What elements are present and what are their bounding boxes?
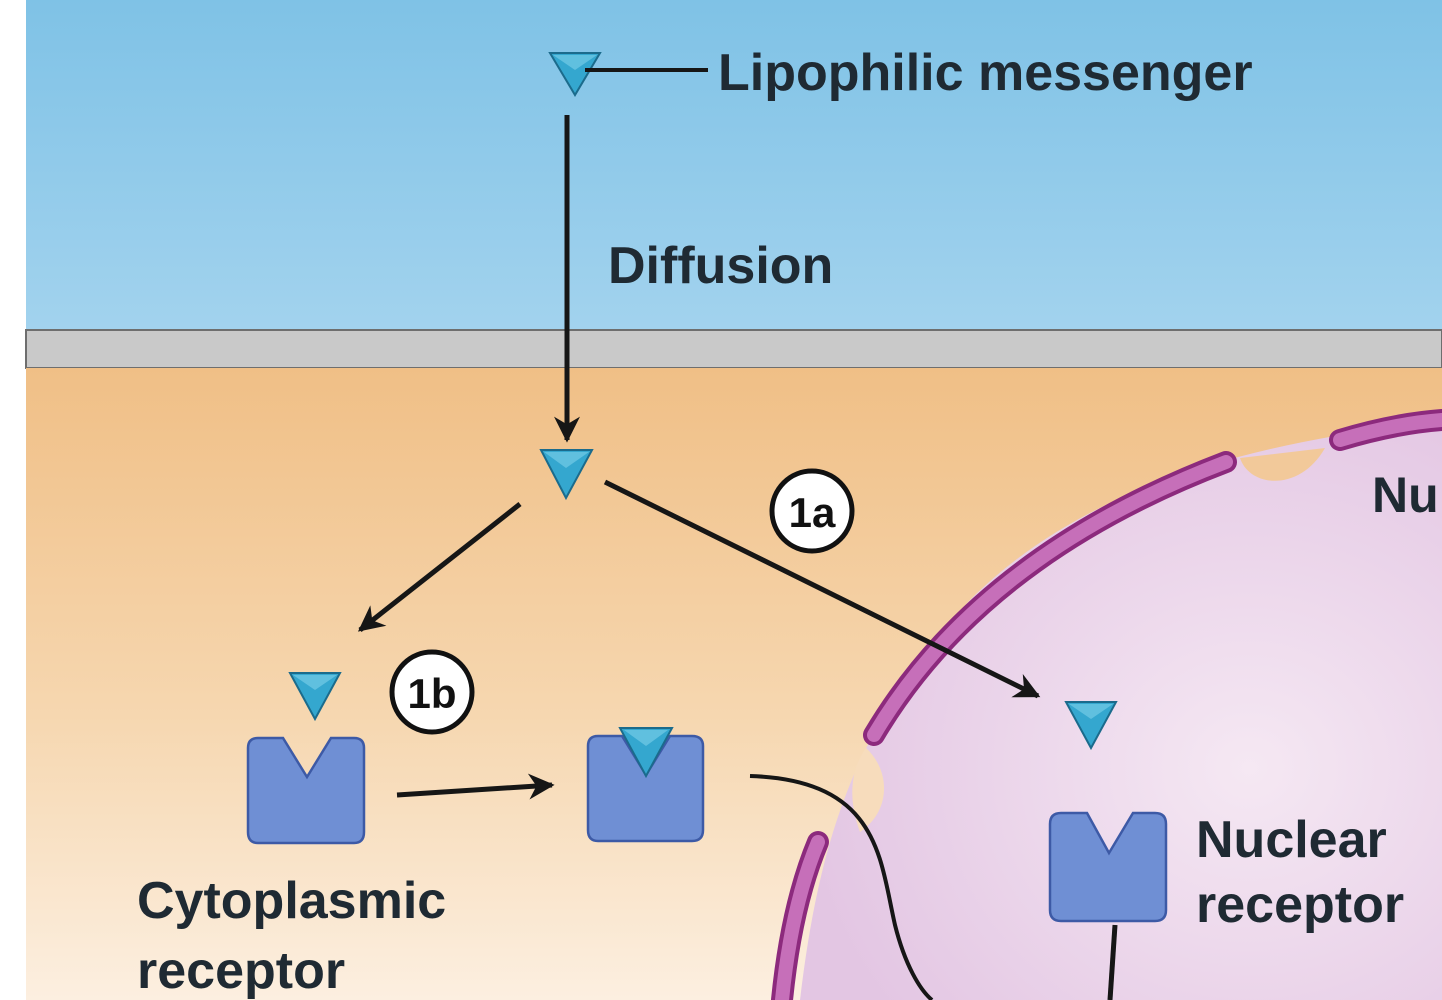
nuclear-envelope-lower-inner — [775, 835, 825, 1000]
nuclear-receptor-path — [1107, 924, 1118, 1000]
label-nuclear-receptor-line1: Nuclear — [1196, 811, 1387, 869]
nuclear-pore-left — [852, 748, 885, 832]
label-lipophilic-messenger: Lipophilic messenger — [718, 44, 1253, 102]
cytoplasmic-receptor-unbound — [246, 736, 366, 845]
label-diffusion: Diffusion — [608, 237, 833, 295]
arrow-to-nuclear-receptor — [603, 479, 1041, 699]
complex-path-to-nucleus — [749, 774, 934, 1000]
messenger-triangle-cytoplasm — [539, 449, 594, 501]
nucleus — [800, 420, 1442, 1000]
nuclear-envelope-upper-right-inner — [1333, 413, 1442, 447]
arrow-to-cytoplasmic-receptor — [357, 502, 522, 632]
plasma-membrane — [25, 329, 1442, 369]
svg-text:1b: 1b — [407, 670, 456, 717]
arrow-binding — [396, 773, 555, 800]
svg-text:1a: 1a — [789, 489, 836, 536]
label-nucleus: Nu — [1372, 467, 1439, 523]
step-badge-1a: 1a — [769, 468, 855, 554]
messenger-triangle-bound — [618, 727, 674, 779]
step-badge-1b: 1b — [389, 649, 475, 735]
nuclear-receptor — [1048, 811, 1168, 923]
messenger-triangle-top — [548, 52, 602, 97]
extracellular-fluid-edge — [26, 0, 1442, 338]
label-cytoplasmic-receptor-line2: receptor — [137, 942, 345, 1000]
messenger-triangle-free — [288, 672, 342, 722]
left-margin — [0, 0, 26, 1000]
label-nuclear-receptor-line2: receptor — [1196, 876, 1404, 934]
label-cytoplasmic-receptor-line1: Cytoplasmic — [137, 872, 446, 930]
cytoplasmic-receptor-bound — [586, 734, 705, 843]
nuclear-envelope-arc-inner — [867, 455, 1233, 742]
nuclear-pore-top — [1240, 448, 1325, 481]
messenger-triangle-nucleus — [1064, 701, 1118, 751]
